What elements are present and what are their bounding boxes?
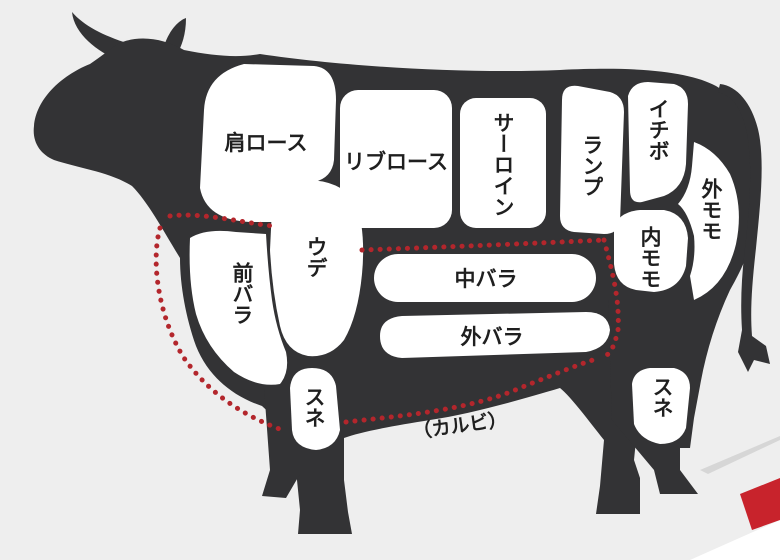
region-sune-front xyxy=(290,368,340,450)
label-soto-momo: 外モモ xyxy=(699,177,723,241)
region-sune-rear xyxy=(632,368,690,444)
label-ude: ウデ xyxy=(304,236,328,278)
label-sune-rear: スネ xyxy=(650,376,674,418)
corner-shadow xyxy=(700,436,780,474)
cut-labels: 肩ロース リブロース サーロイン ランプ イチボ 外モモ 内モモ ウデ 前バラ … xyxy=(225,98,723,444)
label-sune-front: スネ xyxy=(302,386,326,428)
tail xyxy=(718,84,770,372)
label-soto-bara: 外バラ xyxy=(461,325,524,349)
corner-accent xyxy=(740,478,780,530)
region-mae-bara xyxy=(189,230,288,385)
label-naka-bara: 中バラ xyxy=(455,267,518,291)
corner-decoration xyxy=(690,436,780,560)
region-soto-momo xyxy=(678,142,739,300)
region-soto-bara xyxy=(380,312,610,358)
region-sirloin xyxy=(460,98,546,228)
region-uchi-momo xyxy=(614,210,688,292)
region-ichibo xyxy=(628,82,688,203)
region-naka-bara xyxy=(374,254,596,302)
karubi-upper-line xyxy=(167,212,607,253)
cut-regions xyxy=(189,64,739,450)
karubi-lower-line xyxy=(153,225,603,433)
region-rump xyxy=(560,85,624,235)
label-ribu-rosu: リブロース xyxy=(344,150,448,174)
label-mae-bara: 前バラ xyxy=(230,261,254,325)
corner-paper xyxy=(690,520,780,560)
label-rump: ランプ xyxy=(580,134,604,197)
label-ichibo: イチボ xyxy=(646,98,670,161)
karubi-right-line xyxy=(597,237,621,361)
label-kata-rosu: 肩ロース xyxy=(225,131,308,155)
karubi-boundary xyxy=(153,212,621,433)
front-leg-far xyxy=(240,340,300,498)
region-ude xyxy=(270,180,364,357)
region-ribu-rosu xyxy=(340,90,452,228)
label-uchi-momo: 内モモ xyxy=(638,225,662,289)
label-sirloin: サーロイン xyxy=(491,112,515,217)
